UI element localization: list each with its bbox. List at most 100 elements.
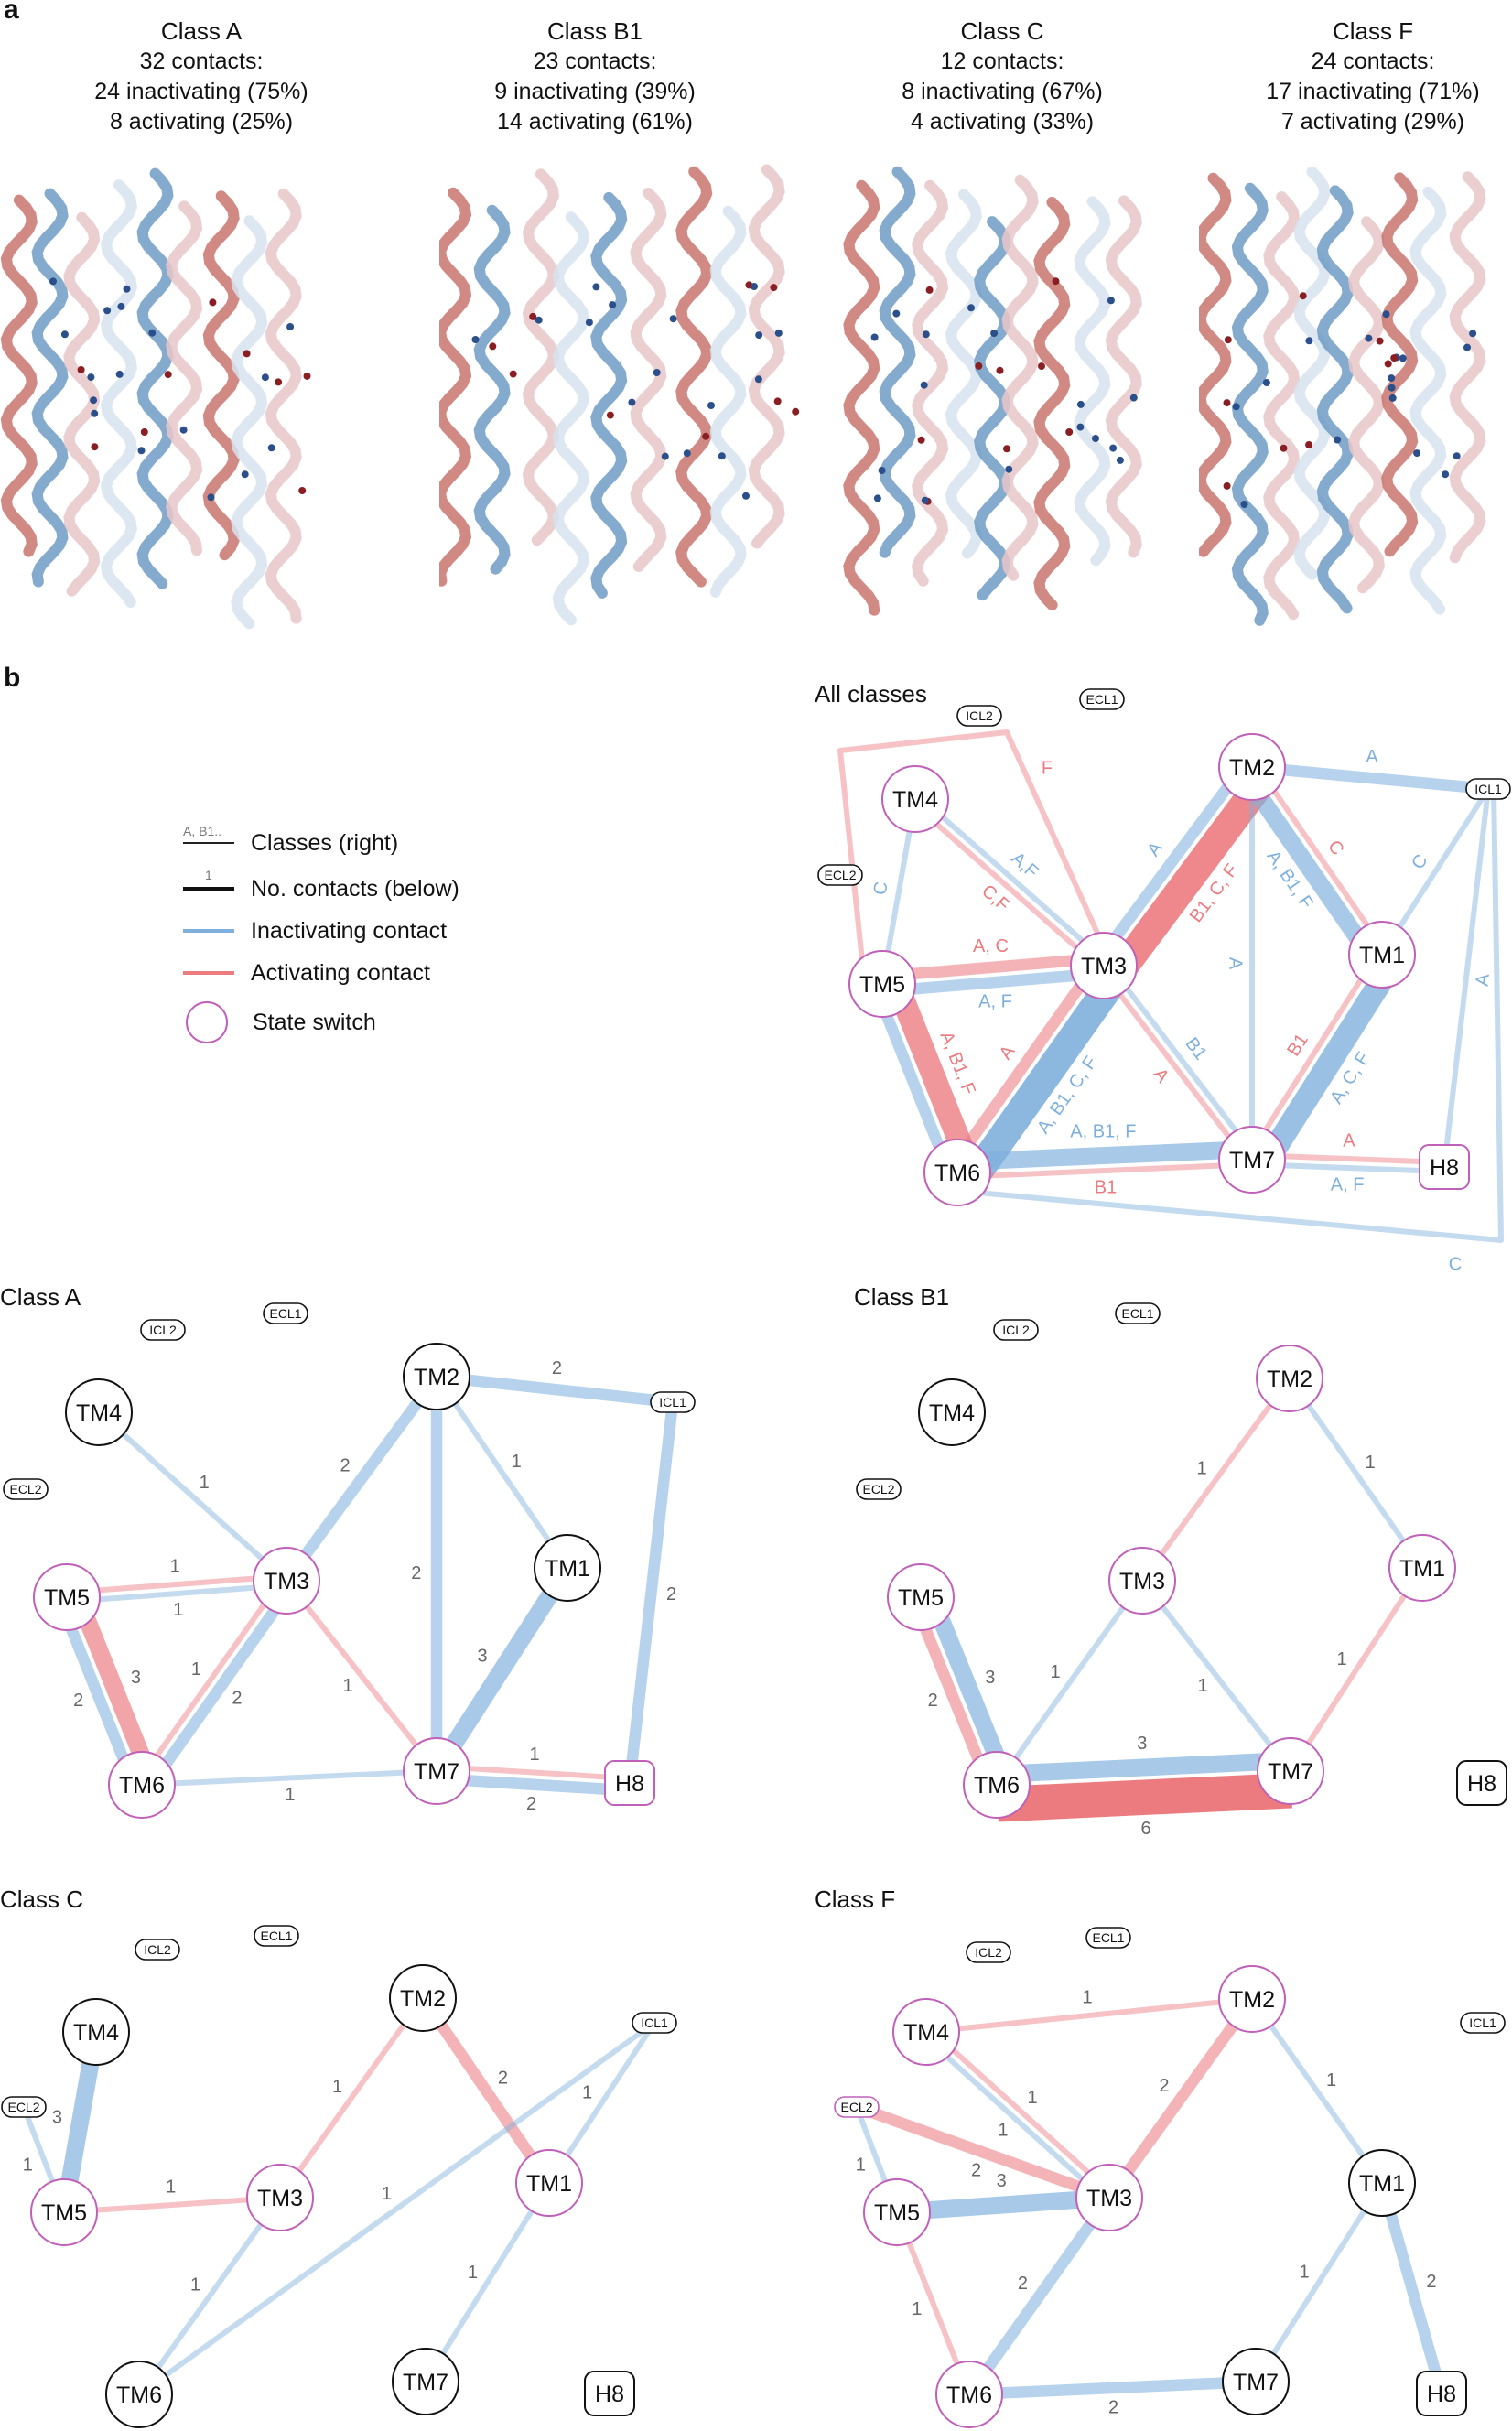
residue-marker	[179, 426, 188, 434]
edge-TM2-TM1	[417, 1994, 555, 2187]
loop-node-shape	[650, 1391, 696, 1413]
tm-node-label: TM7	[403, 2370, 448, 2395]
loop-node-label: ECL1	[1092, 1930, 1124, 1945]
node-icl1: ICL1	[1465, 778, 1511, 800]
residue-marker	[1232, 403, 1240, 411]
edge-label: 1	[191, 1659, 201, 1680]
residue-marker	[1076, 423, 1085, 431]
legend-switch-circle	[186, 1001, 228, 1043]
tm-node-shape	[892, 1998, 960, 2066]
residue-marker	[1382, 310, 1390, 319]
helix-ribbon	[231, 215, 268, 630]
tm-node-shape	[33, 1563, 101, 1631]
edge-label: A, B1, F	[1070, 1121, 1136, 1141]
node-tm3: TM3	[253, 1547, 320, 1615]
edge-TM3-TM7	[1105, 961, 1258, 1159]
tm-node-shape	[246, 2164, 314, 2231]
edge-label: 1	[468, 2263, 478, 2283]
node-ecl1: ECL1	[1115, 1302, 1161, 1324]
residue-marker	[1390, 354, 1399, 362]
edge-label: 1	[529, 1745, 539, 1765]
edge-TM6-TM7	[957, 1161, 1253, 1180]
edge-TM3-TM6	[136, 2196, 283, 2396]
residue-marker	[115, 370, 124, 378]
residue-marker	[751, 283, 758, 290]
tm-node-label: TM2	[414, 1365, 459, 1390]
node-tm6: TM6	[935, 2361, 1003, 2428]
edge-TM4-TM2	[925, 1996, 1253, 2035]
node-tm6: TM6	[105, 2361, 173, 2428]
loop-node-shape	[966, 1941, 1011, 1963]
edge-TM2-TM1	[1287, 1377, 1425, 1570]
loop-node-shape	[1085, 1927, 1131, 1949]
edge-label: 1	[1299, 2263, 1309, 2283]
edge-label: 2	[1426, 2272, 1436, 2292]
residue-marker	[123, 285, 131, 293]
edge-TM5-TM6	[68, 1590, 160, 1785]
class-b1-activating: 14 activating (61%)	[496, 109, 693, 135]
graph-title-class-b1: Class B1	[854, 1283, 950, 1311]
edge-TM1-H8	[1376, 2181, 1448, 2395]
residue-marker	[1399, 354, 1407, 362]
node-icl2: ICL2	[966, 1941, 1011, 1963]
node-tm2: TM2	[1218, 733, 1286, 801]
class-b1-inactivating: 9 inactivating (39%)	[494, 79, 696, 104]
residue-marker	[529, 312, 537, 320]
edge-label: 3	[997, 2171, 1007, 2191]
node-tm1: TM1	[515, 2149, 583, 2217]
edge-label: C	[869, 881, 891, 897]
edge-ECL2-TM3	[854, 2101, 1112, 2203]
tm-node-label: TM3	[264, 1569, 309, 1594]
edge-TM1-TM7	[429, 1562, 575, 1777]
node-icl2: ICL2	[140, 1319, 186, 1341]
tm-node-label: TM2	[400, 1986, 446, 2012]
class-f-activating: 7 activating (29%)	[1280, 109, 1465, 135]
edge-label: 1	[582, 2082, 592, 2102]
residue-marker	[140, 428, 148, 436]
edge-TM2-TM1	[434, 1375, 570, 1570]
edge-label: 3	[478, 1646, 488, 1666]
tm-node-shape	[1218, 1126, 1286, 1194]
tm-node-shape	[1348, 921, 1416, 989]
loop-node-shape	[135, 1939, 180, 1961]
helix-node-label: H8	[595, 2382, 624, 2407]
tm-node-shape	[887, 1563, 955, 1631]
tm-node-shape	[392, 2348, 459, 2415]
node-tm1: TM1	[1348, 2149, 1416, 2217]
node-h8: H8	[604, 1760, 655, 1806]
node-ecl2: ECL2	[3, 1478, 49, 1500]
residue-marker	[1262, 379, 1270, 386]
edge-ICL1-H8	[623, 1401, 679, 1784]
tm-node-shape	[1070, 932, 1138, 999]
residue-marker	[792, 407, 800, 416]
class-c-header: Class C 12 contacts: 8 inactivating (67%…	[828, 16, 1176, 137]
helix-ribbon	[1449, 171, 1486, 564]
node-tm2: TM2	[1218, 1965, 1286, 2033]
helix-node-label: H8	[1427, 2382, 1456, 2407]
helix-ribbon	[265, 188, 302, 624]
tm-node-label: TM2	[1229, 755, 1275, 781]
edge-TM2-TM3	[1104, 1995, 1258, 2201]
edge-label: 3	[985, 1668, 995, 1688]
loop-node-shape	[956, 705, 1002, 727]
edge-label: 1	[1337, 1649, 1347, 1669]
node-tm5: TM5	[33, 1563, 101, 1631]
tm-node-shape	[515, 2149, 583, 2217]
tm-node-label: TM3	[1081, 954, 1127, 979]
node-icl1: ICL1	[632, 2012, 677, 2034]
residue-marker	[1107, 297, 1115, 305]
legend-contacts-key: 1	[205, 868, 212, 882]
tm-node-label: TM3	[257, 2186, 303, 2211]
edge-label: 2	[411, 1563, 421, 1583]
edge-label: 1	[912, 2299, 922, 2319]
node-ecl1: ECL1	[254, 1925, 299, 1947]
loop-node-label: ICL1	[1469, 2015, 1496, 2030]
node-tm5: TM5	[30, 2178, 98, 2246]
edge-label: C	[1323, 837, 1347, 859]
loop-node-label: ECL2	[9, 1482, 41, 1496]
edge-TM2-TM1	[1249, 1997, 1385, 2185]
helix-ribbon	[843, 179, 880, 616]
